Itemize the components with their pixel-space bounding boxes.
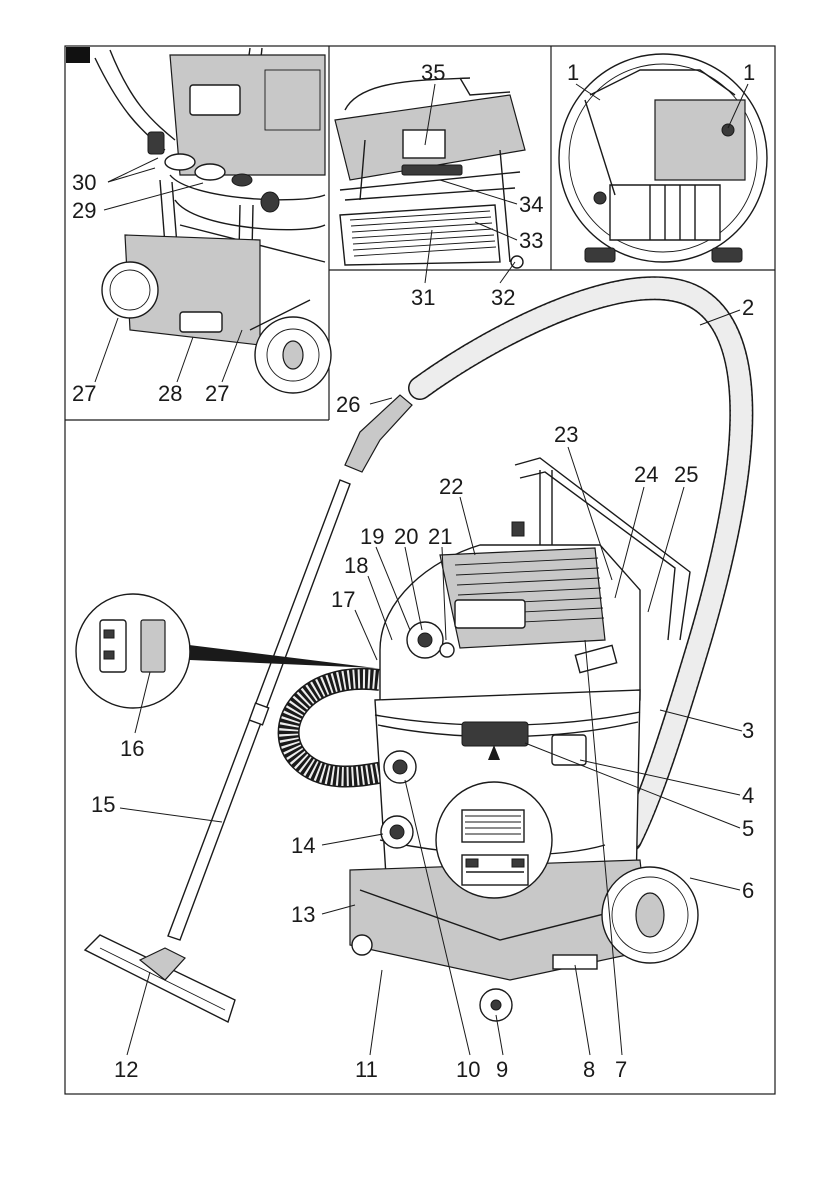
callout-label: 24	[634, 462, 658, 487]
inset-filter-clip	[76, 594, 190, 708]
callout-label: 29	[72, 198, 96, 223]
callout-label: 31	[411, 285, 435, 310]
callout-label: 13	[291, 902, 315, 927]
callout-label: 32	[491, 285, 515, 310]
callout-label: 10	[456, 1057, 480, 1082]
callout-label: 8	[583, 1057, 595, 1082]
callout-label: 15	[91, 792, 115, 817]
callout-label: 30	[72, 170, 96, 195]
callout-label: 27	[205, 381, 229, 406]
callout-label: 14	[291, 833, 315, 858]
callout-label: 7	[615, 1057, 627, 1082]
callout-label: 26	[336, 392, 360, 417]
callout-label: 34	[519, 192, 543, 217]
callout-label: 23	[554, 422, 578, 447]
callout-label: 16	[120, 736, 144, 761]
callout-label: 2	[742, 295, 754, 320]
panel-head-underside	[559, 54, 767, 262]
callout-label: 1	[743, 60, 755, 85]
callout-label: 9	[496, 1057, 508, 1082]
callout-label: 22	[439, 474, 463, 499]
callout-label: 28	[158, 381, 182, 406]
callout-label: 3	[742, 718, 754, 743]
callout-label: 1	[567, 60, 579, 85]
callout-label: 19	[360, 524, 384, 549]
callout-label: 11	[355, 1057, 378, 1082]
callout-label: 25	[674, 462, 698, 487]
callout-label: 4	[742, 783, 754, 808]
callout-label: 20	[394, 524, 418, 549]
callout-label: 12	[114, 1057, 138, 1082]
callout-label: 21	[428, 524, 452, 549]
callout-label: 17	[331, 587, 355, 612]
callout-label: 18	[344, 553, 368, 578]
panel-accessory-holders	[95, 48, 331, 393]
callout-label: 6	[742, 878, 754, 903]
corner-marker-icon	[66, 47, 90, 63]
callout-label: 5	[742, 816, 754, 841]
panel-filter-compartment	[335, 78, 525, 268]
callout-label: 27	[72, 381, 96, 406]
callout-label: 35	[421, 60, 445, 85]
callout-label: 33	[519, 228, 543, 253]
